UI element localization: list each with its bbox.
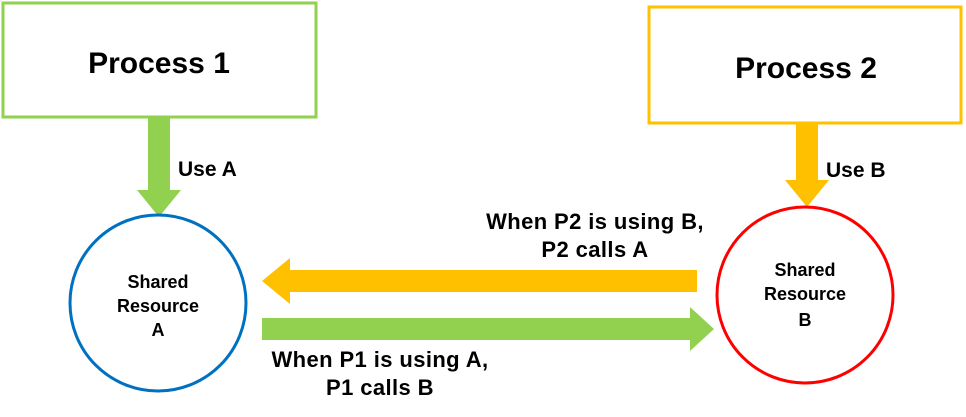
process-2-label: Process 2 — [735, 52, 877, 85]
shared-resource-a-line-3: A — [152, 320, 165, 340]
process-1-box-border — [1, 1, 318, 119]
use-b-label: Use B — [826, 159, 886, 182]
process-2-use-b-arrow — [785, 124, 829, 207]
shared-resource-a: Shared Resource A — [68, 213, 248, 393]
p2-calls-a-label-line-1: When P2 is using B, — [486, 209, 704, 234]
shared-resource-b-line-2: Resource — [764, 284, 846, 304]
shared-resource-a-line-2: Resource — [117, 296, 199, 316]
use-a-label: Use A — [178, 158, 237, 181]
shared-resource-b-line-1: Shared — [774, 260, 835, 280]
p1-calls-b-label-line-1: When P1 is using A, — [271, 347, 488, 372]
process-1-box: Process 1 — [1, 1, 318, 119]
shared-resource-a-circle — [68, 213, 248, 393]
shared-resource-a-line-1: Shared — [127, 272, 188, 292]
process-1-use-a-arrow — [137, 118, 181, 217]
p2-calls-a-arrow — [262, 258, 697, 304]
shared-resource-b-line-3: B — [799, 310, 812, 330]
shared-resource-b: Shared Resource B — [715, 205, 895, 385]
process-1-label: Process 1 — [88, 47, 230, 80]
p2-calls-a-label-line-2: P2 calls A — [541, 237, 648, 262]
process-2-box: Process 2 — [647, 5, 963, 125]
p1-calls-b-arrow — [262, 307, 714, 351]
process-2-box-border — [647, 5, 963, 125]
shared-resource-b-circle — [715, 205, 895, 385]
p1-calls-b-label-line-2: P1 calls B — [326, 375, 434, 400]
